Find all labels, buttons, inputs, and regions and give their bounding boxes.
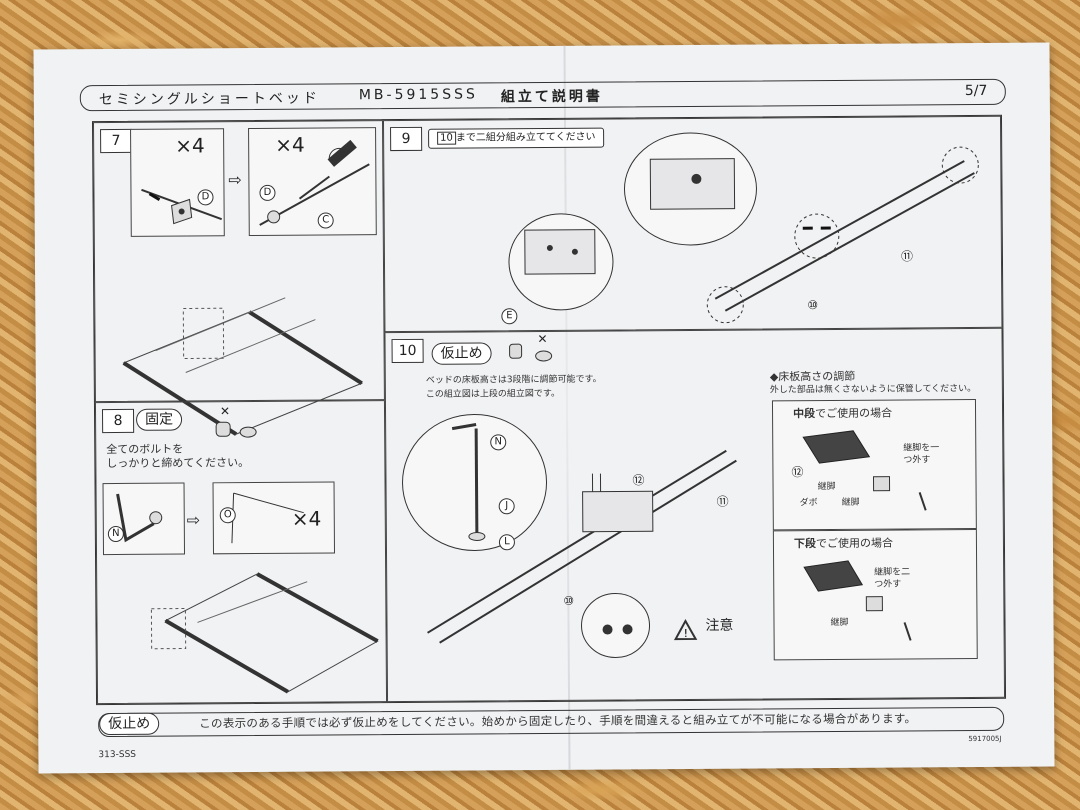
part-j-marker: J: [498, 498, 515, 515]
footer-note: 仮止め この表示のある手順では必ず仮止めをしてください。始めから固定したり、手順…: [98, 706, 1005, 738]
footer-fix-label: 仮止め: [99, 712, 160, 736]
part-12-label: ⑫: [632, 473, 645, 488]
part-12-label: ⑫: [791, 465, 804, 480]
rail-joint-illustration: [508, 132, 979, 324]
detail-box-b: ×4 D C: [248, 127, 377, 237]
bolt-detail: O ×4: [212, 481, 336, 555]
assembly-illustration: !: [402, 413, 737, 659]
dowel-label: ダボ: [799, 498, 818, 509]
remove-two-note: 継脚を二つ外す: [874, 567, 911, 590]
remove-one-note: 継脚を一つ外す: [903, 443, 940, 466]
step-7: 7 ×4 D ⇨ ×4: [92, 120, 385, 436]
wrench-detail: N: [102, 482, 186, 556]
part-11-label: ⑪: [716, 494, 729, 509]
part-10-label: ⑩: [563, 593, 575, 608]
height-adjust-title: ◆床板高さの調節: [769, 369, 856, 384]
height-adjust-note: 外した部品は無くさないように保管してください。: [769, 383, 977, 396]
steps-frame: 7 ×4 D ⇨ ×4: [91, 114, 1007, 706]
lower-legs-illustration: [803, 560, 912, 641]
doc-code-right: 5917005J: [968, 734, 1002, 744]
hex-wrench-icon: [116, 493, 163, 543]
lower-height-box: 下段でご使用の場合 継脚を二つ外す 継脚: [772, 528, 978, 661]
middle-height-box: 中段でご使用の場合 ⑫ 継脚 ダボ 継脚 継脚を一つ外す: [771, 398, 977, 531]
frame-illustration: [122, 297, 363, 436]
detail-box-a: ×4 D: [130, 128, 225, 237]
caution-label: 注意: [705, 617, 734, 634]
model-number: MB-5915SSS: [358, 86, 478, 104]
middle-legs-illustration: [802, 430, 927, 511]
screwdriver-illustration: [259, 139, 370, 226]
step-8: 8 固定 ✕ 全てのボルトを しっかりと締めてください。 N ⇨: [94, 400, 388, 705]
leg-label: 継脚: [830, 617, 849, 629]
bolt-washer-icon: [509, 343, 553, 362]
leg-label: 継脚: [841, 497, 860, 508]
doc-title: 組立て説明書: [500, 88, 603, 106]
bracket-illustration: [141, 188, 223, 225]
part-n-marker: N: [490, 434, 507, 451]
part-l-marker: L: [498, 534, 515, 551]
header-bar: セミシングルショートベッド MB-5915SSS 組立て説明書 5/7: [79, 78, 1006, 112]
frame-illustration: [150, 572, 379, 694]
part-10-label: ⑩: [807, 298, 819, 313]
nut-washer-icon: [215, 421, 257, 438]
svg-text:!: !: [684, 627, 689, 640]
leg-label: 継脚: [817, 481, 836, 493]
instruction-sheet: セミシングルショートベッド MB-5915SSS 組立て説明書 5/7 7 ×4…: [33, 42, 1055, 774]
doc-code-left: 313-SSS: [98, 749, 137, 761]
part-11-label: ⑪: [900, 249, 914, 264]
part-e-marker: E: [501, 308, 518, 325]
step-10: 10 仮止め ✕ ベッドの床板高さは3段階に調節可能です。 この組立図は上段の組…: [384, 327, 1006, 703]
footer-text: この表示のある手順では必ず仮止めをしてください。始めから固定したり、手順を間違え…: [199, 711, 917, 731]
product-name: セミシングルショートベッド: [98, 90, 320, 109]
page-number: 5/7: [964, 82, 988, 100]
